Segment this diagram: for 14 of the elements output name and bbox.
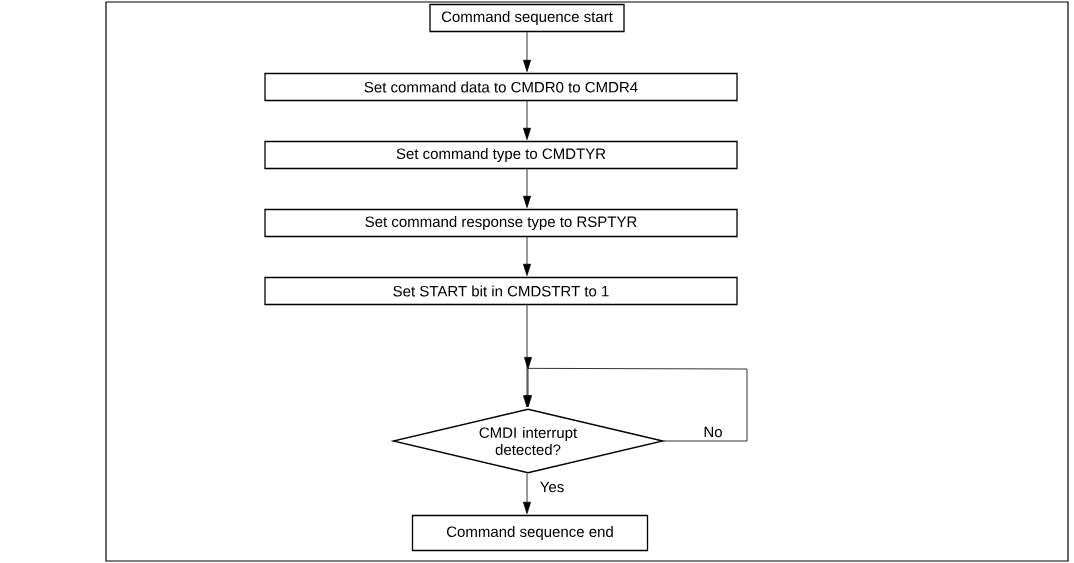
arrow xyxy=(523,473,531,514)
process-box: Set command response type to RSPTYR xyxy=(264,208,738,238)
process-box: Command sequence end xyxy=(411,514,649,552)
process-box: Set command type to CMDTYR xyxy=(264,140,738,170)
loop-arrow xyxy=(524,357,748,442)
edge-label: Yes xyxy=(538,480,566,494)
process-box: Set command data to CMDR0 to CMDR4 xyxy=(264,72,738,102)
edge-label: No xyxy=(702,425,724,439)
arrow xyxy=(523,31,531,72)
arrow xyxy=(523,168,531,208)
process-box: Command sequence start xyxy=(429,3,625,33)
process-box: Set START bit in CMDSTRT to 1 xyxy=(264,276,738,306)
arrow xyxy=(523,236,531,276)
arrow xyxy=(523,100,531,140)
